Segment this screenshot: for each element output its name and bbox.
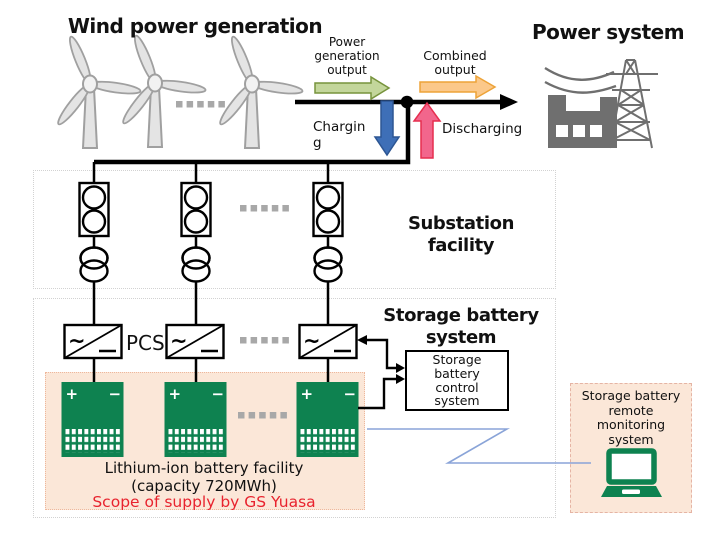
comm-link-line: [367, 428, 591, 464]
substation-dots: [240, 205, 289, 212]
turbine-array-dots: [176, 101, 225, 108]
discharging-arrow: [412, 101, 442, 159]
factory-icon: [548, 95, 617, 148]
pcs-dots: [240, 337, 289, 344]
junction-dot: [400, 95, 414, 109]
power-line-arrowhead: [500, 94, 518, 110]
battery-dots: [238, 412, 287, 419]
transmission-tower-icon: [544, 59, 658, 149]
generation-output-arrow: [314, 75, 391, 101]
control-arrowhead-right-2: [396, 374, 405, 384]
control-arrowhead-right-1: [396, 363, 405, 373]
substation-box: [33, 170, 556, 289]
power-line-main: [94, 99, 502, 165]
control-arrowhead-left: [357, 335, 367, 345]
combined-output-arrow: [419, 74, 497, 100]
charging-arrow: [373, 100, 401, 157]
laptop-icon: [601, 448, 662, 497]
control-signal-arrows: [358, 338, 396, 410]
